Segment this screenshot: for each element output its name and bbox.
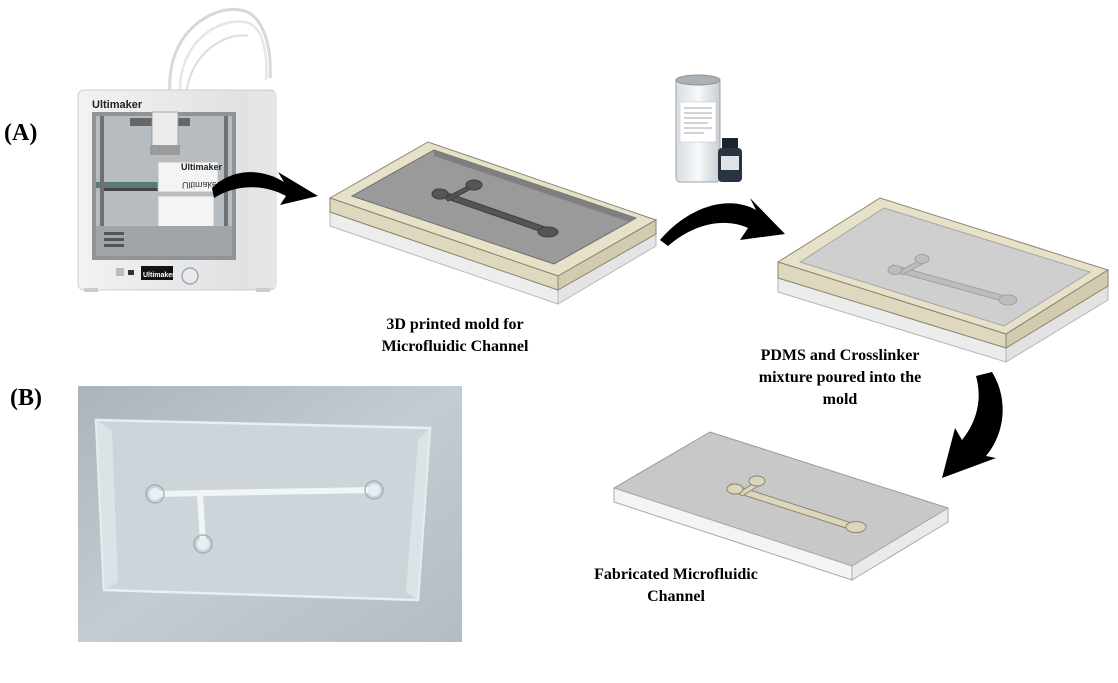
mold-illustration bbox=[328, 141, 658, 305]
caption-mold: 3D printed mold for Microfluidic Channel bbox=[350, 314, 560, 358]
caption-final: Fabricated Microfluidic Channel bbox=[566, 564, 786, 608]
panel-label-a: (A) bbox=[4, 120, 38, 146]
pdms-filled-mold-illustration bbox=[776, 197, 1110, 363]
caption-pour-line1: PDMS and Crosslinker bbox=[760, 347, 920, 364]
fabricated-chip-photo bbox=[78, 386, 462, 642]
printer-brand-label: Ultimaker bbox=[92, 99, 143, 111]
pdms-bottles-image bbox=[675, 74, 742, 183]
panel-label-b: (B) bbox=[10, 385, 42, 411]
arrow-printer-to-mold bbox=[212, 172, 318, 205]
caption-pour-line2: mixture poured into the bbox=[758, 369, 922, 386]
printer-image bbox=[77, 7, 277, 292]
fabricated-channel-illustration bbox=[612, 431, 950, 581]
caption-pour: PDMS and Crosslinker mixture poured into… bbox=[730, 345, 950, 411]
arrow-mold-to-pour bbox=[660, 198, 785, 246]
printer-box-brand: Ultimaker bbox=[182, 180, 220, 190]
arrow-pour-to-final bbox=[942, 372, 1003, 478]
printer-front-brand: Ultimaker bbox=[143, 272, 175, 279]
caption-mold-line2: Microfluidic Channel bbox=[381, 338, 529, 355]
caption-final-line2: Channel bbox=[647, 588, 705, 605]
caption-mold-line1: 3D printed mold for bbox=[386, 316, 524, 333]
caption-final-line1: Fabricated Microfluidic bbox=[594, 566, 758, 583]
printer-door-brand: Ultimaker bbox=[181, 162, 223, 172]
caption-pour-line3: mold bbox=[822, 391, 858, 408]
